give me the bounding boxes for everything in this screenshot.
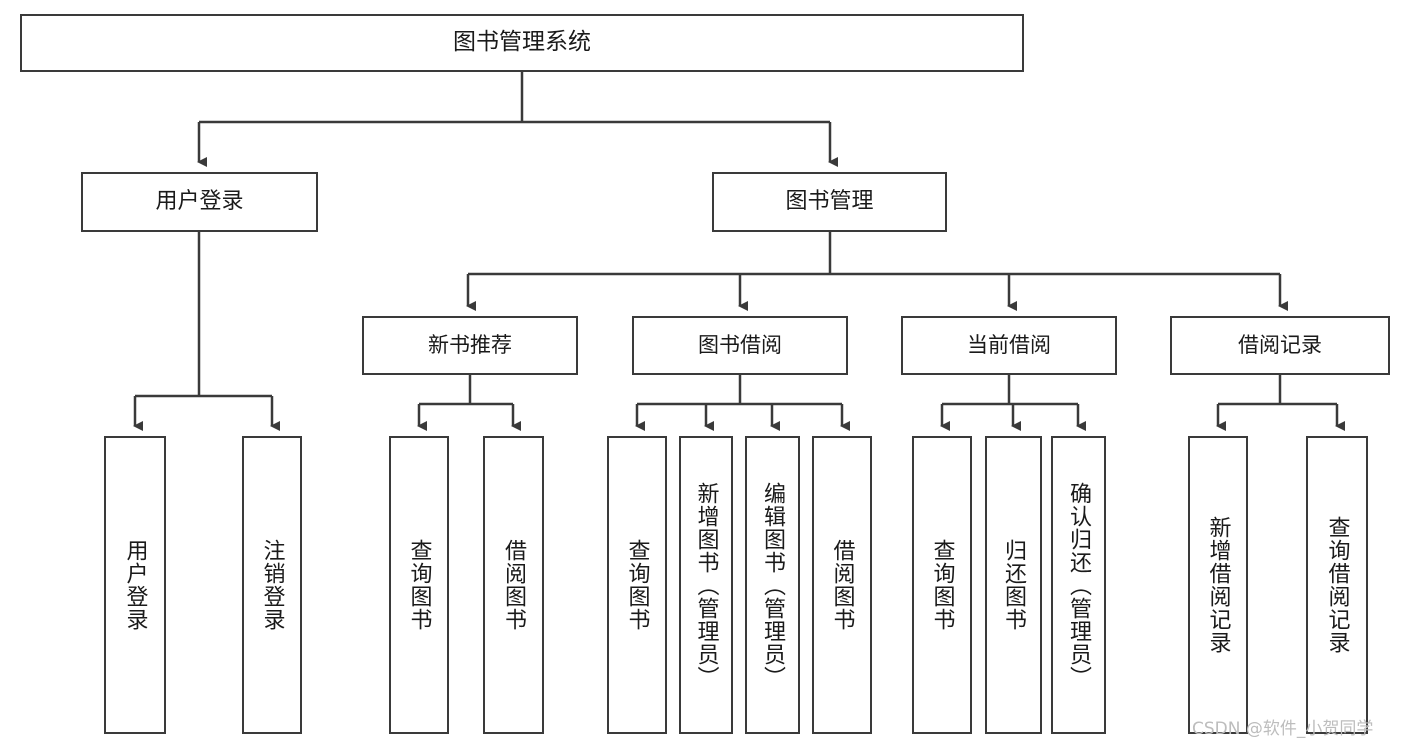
leaf-return-book[interactable]: 归还图书 — [985, 436, 1042, 734]
leaf-logout[interactable]: 注销登录 — [242, 436, 302, 734]
node-user-login[interactable]: 用户登录 — [81, 172, 318, 232]
leaf-query-book-borrow-label: 查询图书 — [624, 539, 650, 631]
node-book-management[interactable]: 图书管理 — [712, 172, 947, 232]
leaf-query-borrow-record-label: 查询借阅记录 — [1324, 516, 1350, 654]
leaf-query-book-recommend[interactable]: 查询图书 — [389, 436, 449, 734]
leaf-borrow-book-recommend-label: 借阅图书 — [501, 539, 527, 631]
leaf-query-book-current-label: 查询图书 — [929, 539, 955, 631]
node-new-book-recommend-label: 新书推荐 — [428, 333, 512, 358]
node-current-borrow[interactable]: 当前借阅 — [901, 316, 1117, 375]
leaf-logout-label: 注销登录 — [259, 539, 285, 631]
node-new-book-recommend[interactable]: 新书推荐 — [362, 316, 578, 375]
node-book-borrow[interactable]: 图书借阅 — [632, 316, 848, 375]
leaf-confirm-return-admin[interactable]: 确认归还（管理员） — [1051, 436, 1106, 734]
leaf-borrow-book-label: 借阅图书 — [829, 539, 855, 631]
leaf-add-borrow-record[interactable]: 新增借阅记录 — [1188, 436, 1248, 734]
leaf-query-book-borrow[interactable]: 查询图书 — [607, 436, 667, 734]
leaf-query-book-current[interactable]: 查询图书 — [912, 436, 972, 734]
leaf-borrow-book-recommend[interactable]: 借阅图书 — [483, 436, 544, 734]
leaf-edit-book-admin-label: 编辑图书（管理员） — [760, 481, 786, 689]
leaf-user-login[interactable]: 用户登录 — [104, 436, 166, 734]
node-root-label: 图书管理系统 — [453, 29, 591, 56]
leaf-borrow-book[interactable]: 借阅图书 — [812, 436, 872, 734]
node-user-login-label: 用户登录 — [155, 189, 244, 215]
leaf-add-book-admin[interactable]: 新增图书（管理员） — [679, 436, 733, 734]
leaf-query-borrow-record[interactable]: 查询借阅记录 — [1306, 436, 1368, 734]
leaf-add-book-admin-label: 新增图书（管理员） — [693, 481, 719, 689]
leaf-user-login-label: 用户登录 — [122, 539, 148, 631]
node-book-borrow-label: 图书借阅 — [698, 333, 782, 358]
node-borrow-record-label: 借阅记录 — [1238, 333, 1322, 358]
node-root[interactable]: 图书管理系统 — [20, 14, 1024, 72]
leaf-edit-book-admin[interactable]: 编辑图书（管理员） — [745, 436, 800, 734]
leaf-return-book-label: 归还图书 — [1001, 539, 1027, 631]
watermark: CSDN @软件_小贺同学 — [1192, 719, 1374, 739]
node-book-management-label: 图书管理 — [785, 189, 874, 215]
leaf-query-book-recommend-label: 查询图书 — [406, 539, 432, 631]
leaf-add-borrow-record-label: 新增借阅记录 — [1205, 516, 1231, 654]
node-current-borrow-label: 当前借阅 — [967, 333, 1051, 358]
node-borrow-record[interactable]: 借阅记录 — [1170, 316, 1390, 375]
leaf-confirm-return-admin-label: 确认归还（管理员） — [1066, 481, 1092, 689]
